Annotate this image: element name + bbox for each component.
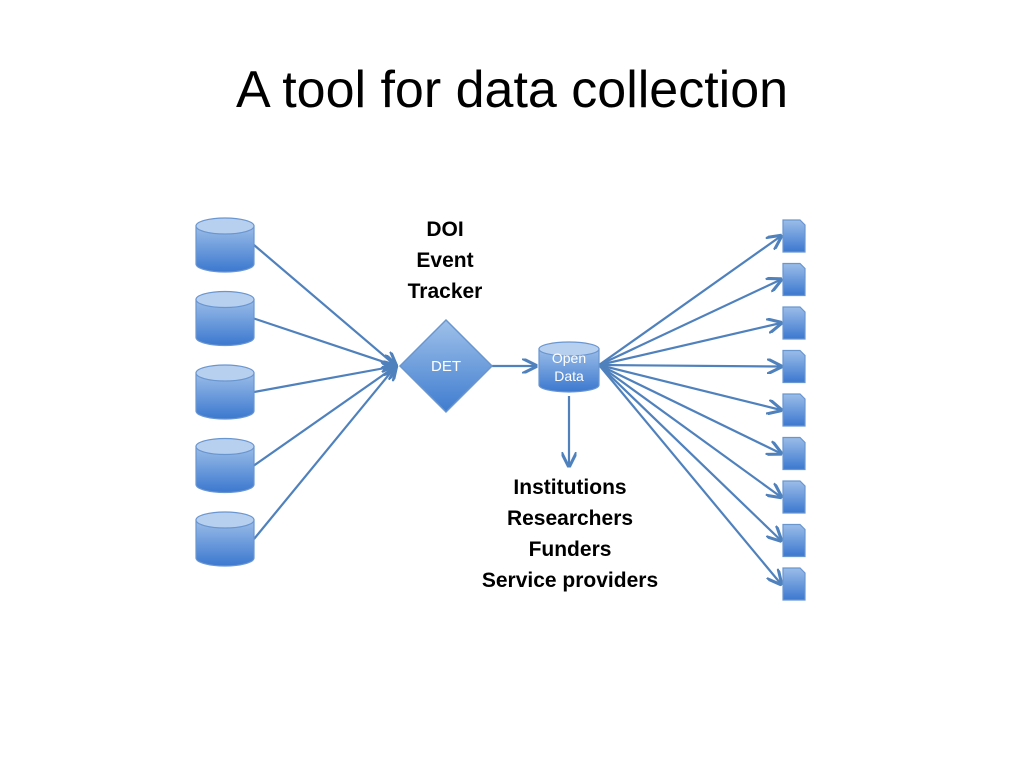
consumer-item: Institutions [513, 476, 627, 499]
source-to-det-arrow [253, 366, 396, 394]
store-to-output-arrow [598, 280, 781, 366]
slide-title: A tool for data collection [235, 61, 789, 119]
document-icon [782, 306, 806, 340]
consumer-item: Funders [528, 538, 612, 561]
open-data-label-line2: Data [554, 368, 584, 384]
database-cylinder-icon [195, 437, 255, 494]
det-label: DET [431, 358, 461, 375]
document-icon [782, 480, 806, 514]
store-to-output-arrow [598, 236, 781, 366]
consumers-list: Institutions Researchers Funders Service… [450, 472, 690, 596]
store-to-output-arrow [598, 364, 781, 584]
source-to-det-arrow [253, 366, 396, 540]
document-icon [782, 436, 806, 471]
source-to-det-arrow [253, 244, 396, 366]
database-cylinder-icon [195, 290, 255, 347]
det-diamond [398, 318, 494, 414]
store-to-output-arrow [598, 364, 781, 541]
database-cylinder-icon [195, 217, 255, 273]
document-icon [782, 349, 806, 384]
arrows-layer [253, 236, 781, 584]
database-cylinder-icon [195, 364, 255, 420]
hub-caption-line: Tracker [407, 280, 483, 303]
document-icon [782, 262, 806, 297]
output-documents [782, 219, 806, 601]
document-icon [782, 567, 806, 601]
det-hub-group: DET [398, 318, 494, 414]
store-to-output-arrow [598, 364, 781, 454]
hub-caption-line: Event [416, 249, 474, 272]
source-to-det-arrow [253, 366, 396, 467]
hub-caption-line: DOI [426, 218, 464, 241]
document-icon [782, 219, 806, 253]
database-cylinder-icon [195, 511, 255, 567]
consumer-item: Researchers [506, 507, 634, 530]
store-to-output-arrow [598, 365, 781, 367]
hub-caption: DOI Event Tracker [385, 214, 505, 307]
store-to-output-arrow [598, 364, 781, 497]
store-to-output-arrow [598, 363, 781, 410]
document-icon [782, 523, 806, 558]
source-to-det-arrow [253, 317, 396, 367]
source-databases [195, 217, 255, 567]
document-icon [782, 393, 806, 427]
consumer-item: Service providers [481, 569, 659, 592]
open-data-label-line1: Open [552, 350, 586, 366]
store-to-output-arrow [598, 323, 781, 367]
